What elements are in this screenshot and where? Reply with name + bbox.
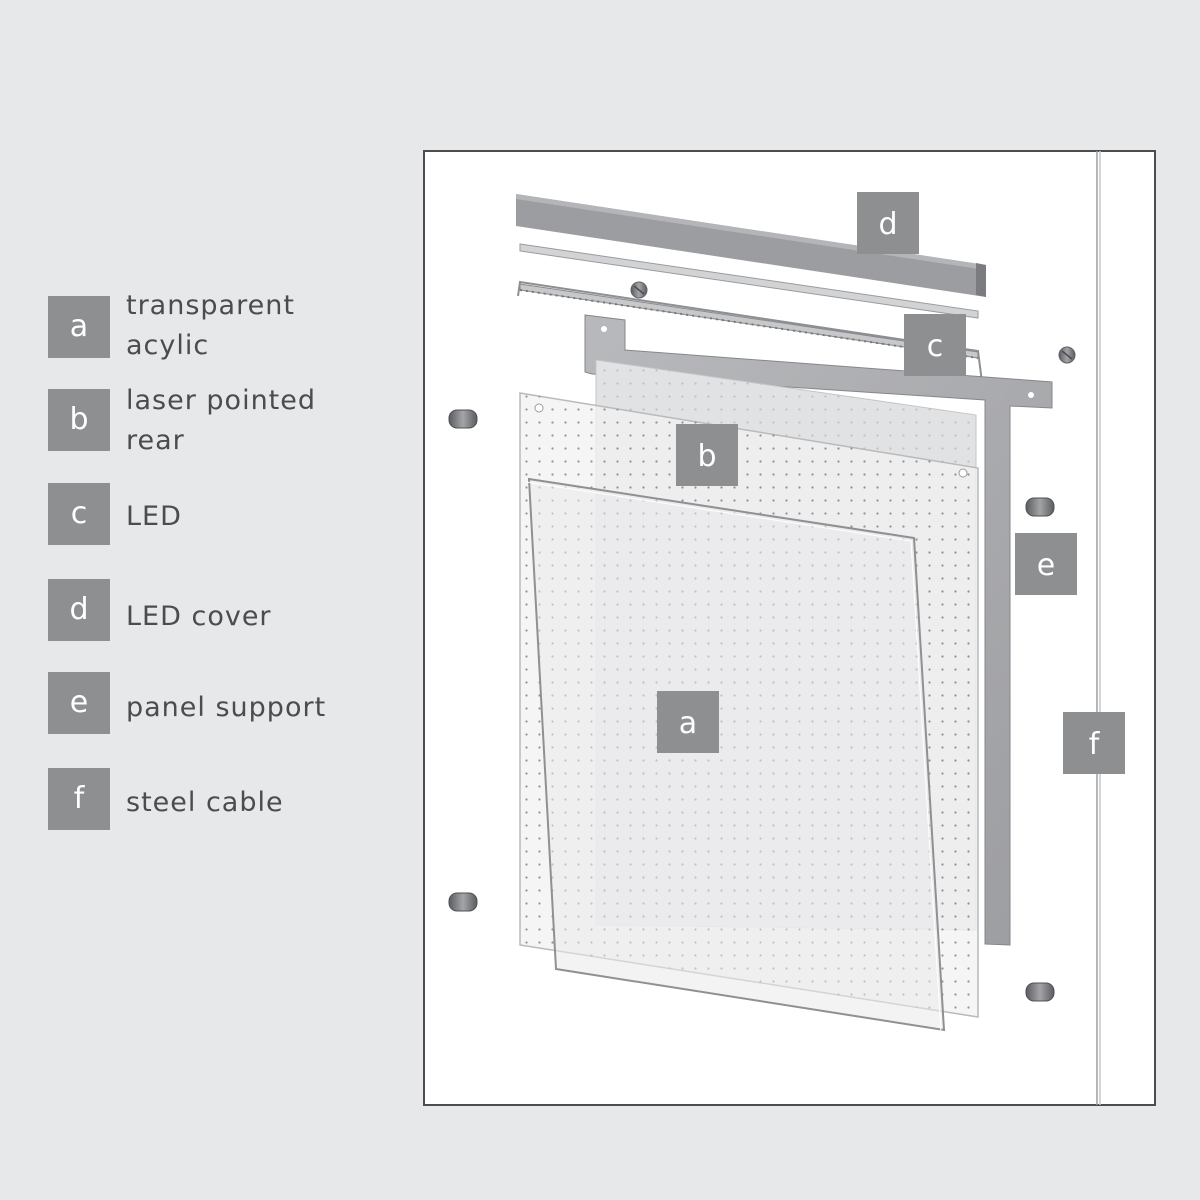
legend-label-d: LED cover — [126, 601, 272, 632]
legend-label-a-line1: transparent — [126, 290, 295, 321]
callout-b-label: b — [697, 439, 716, 474]
legend-label-a-line2: acylic — [126, 330, 210, 361]
callout-d: d — [857, 192, 919, 254]
callout-b: b — [676, 424, 738, 486]
legend-label-b: laser pointed rear — [126, 381, 388, 461]
legend-badge-a: a — [48, 296, 110, 358]
callout-e: e — [1015, 533, 1077, 595]
legend-badge-e: e — [48, 672, 110, 734]
legend-item-b: b laser pointed rear — [48, 385, 388, 456]
led-strip-part — [517, 280, 984, 391]
callout-d-label: d — [878, 207, 897, 242]
legend-item-a: a transparent acylic — [48, 290, 388, 361]
legend-badge-f: f — [48, 768, 110, 830]
legend-badge-d: d — [48, 579, 110, 641]
panel-support-clamp-icon — [1025, 497, 1055, 517]
callout-f-label: f — [1089, 727, 1101, 762]
callout-e-label: e — [1037, 548, 1055, 583]
callout-a-label: a — [679, 706, 697, 741]
callout-c-label: c — [927, 329, 944, 364]
profile-rail — [519, 243, 979, 319]
screw-icon — [630, 281, 648, 299]
transparent-acrylic-panel — [525, 477, 946, 1034]
legend-badge-b: b — [48, 389, 110, 451]
legend-label-b-line2: rear — [126, 425, 185, 456]
callout-a: a — [657, 691, 719, 753]
legend-item-e: e panel support — [48, 672, 388, 734]
metal-back-plate — [584, 314, 1053, 946]
legend-badge-c: c — [48, 483, 110, 545]
panel-support-clamp-icon — [448, 409, 478, 429]
legend-item-c: c LED — [48, 483, 388, 545]
panel-support-clamp-icon — [448, 892, 478, 912]
legend-item-f: f steel cable — [48, 768, 388, 830]
panel-support-clamp-icon — [1025, 982, 1055, 1002]
legend-label-f: steel cable — [126, 787, 284, 818]
screw-icon — [1058, 346, 1076, 364]
legend-label-b-line1: laser pointed — [126, 385, 317, 416]
legend-label-e: panel support — [126, 692, 327, 723]
callout-c: c — [904, 314, 966, 376]
legend-item-d: d LED cover — [48, 579, 388, 641]
legend-label-a: transparent acylic — [126, 286, 388, 366]
legend-label-c: LED — [126, 501, 182, 532]
callout-f: f — [1063, 712, 1125, 774]
